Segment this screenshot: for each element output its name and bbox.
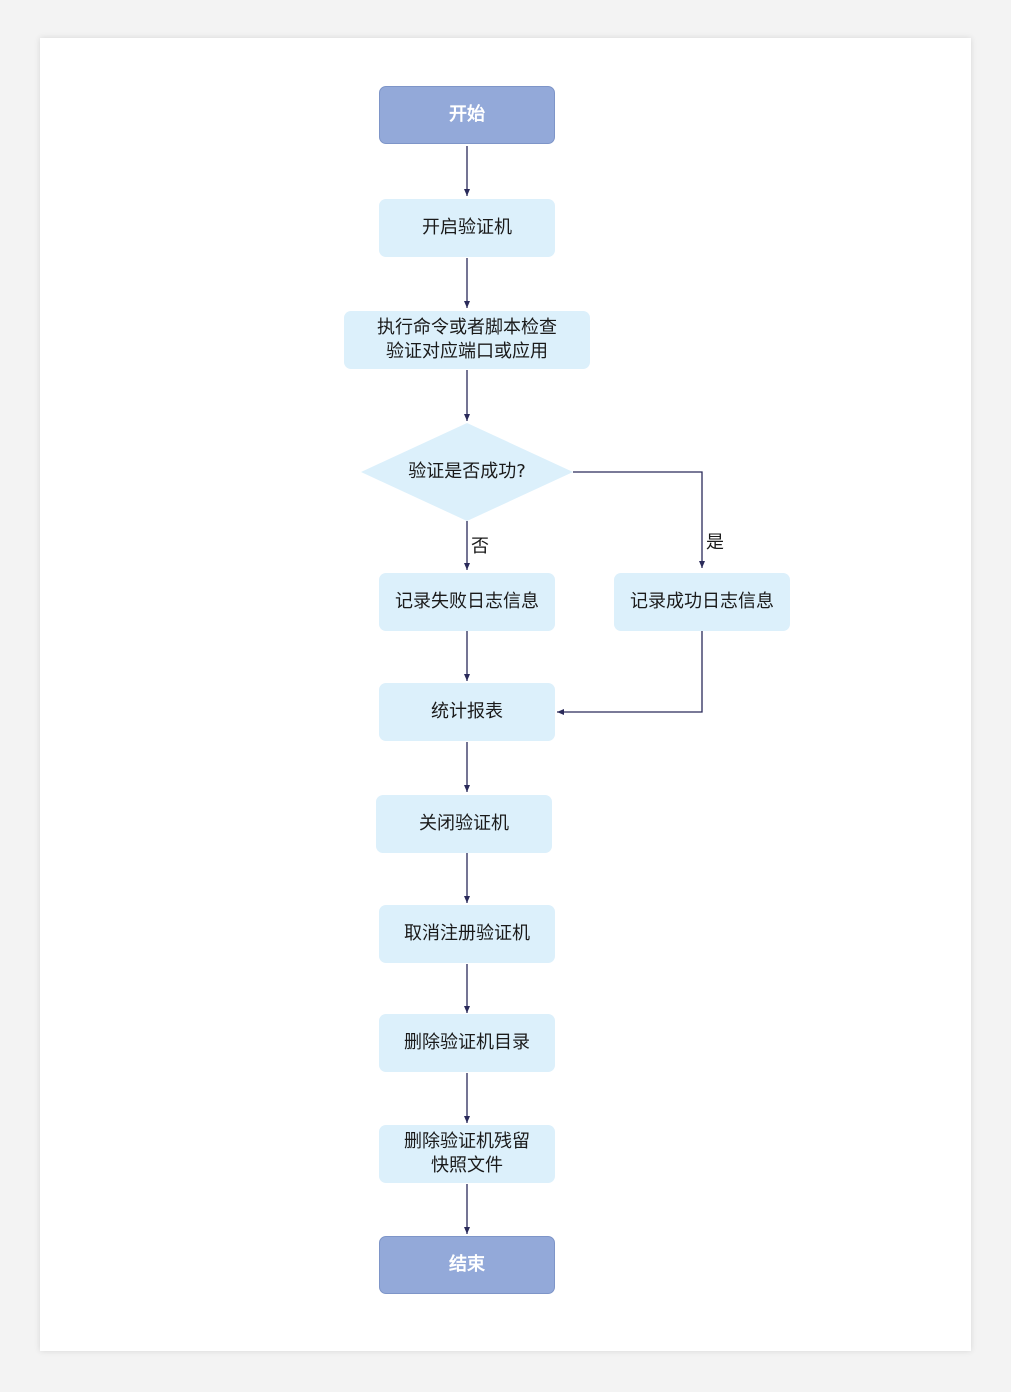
arrow-success-to-report	[557, 631, 703, 715]
edge-label-yes: 是	[706, 532, 724, 553]
run-check-step: 执行命令或者脚本检查 验证对应端口或应用	[344, 311, 590, 369]
decision-diamond	[361, 423, 573, 521]
boot-verifier-step: 开启验证机	[379, 199, 555, 257]
report-step: 统计报表	[379, 683, 555, 741]
delete-dir-step: 删除验证机目录	[379, 1014, 555, 1072]
edge-label-no: 否	[471, 536, 489, 557]
arrow-decision-yes	[573, 471, 705, 568]
delete-snapshots-step: 删除验证机残留 快照文件	[379, 1125, 555, 1183]
log-success-step: 记录成功日志信息	[614, 573, 790, 631]
log-failure-step: 记录失败日志信息	[379, 573, 555, 631]
start-node: 开始	[379, 86, 555, 144]
shutdown-verifier-step: 关闭验证机	[376, 795, 552, 853]
decision-label: 验证是否成功?	[408, 461, 526, 482]
end-node: 结束	[379, 1236, 555, 1294]
unregister-verifier-step: 取消注册验证机	[379, 905, 555, 963]
